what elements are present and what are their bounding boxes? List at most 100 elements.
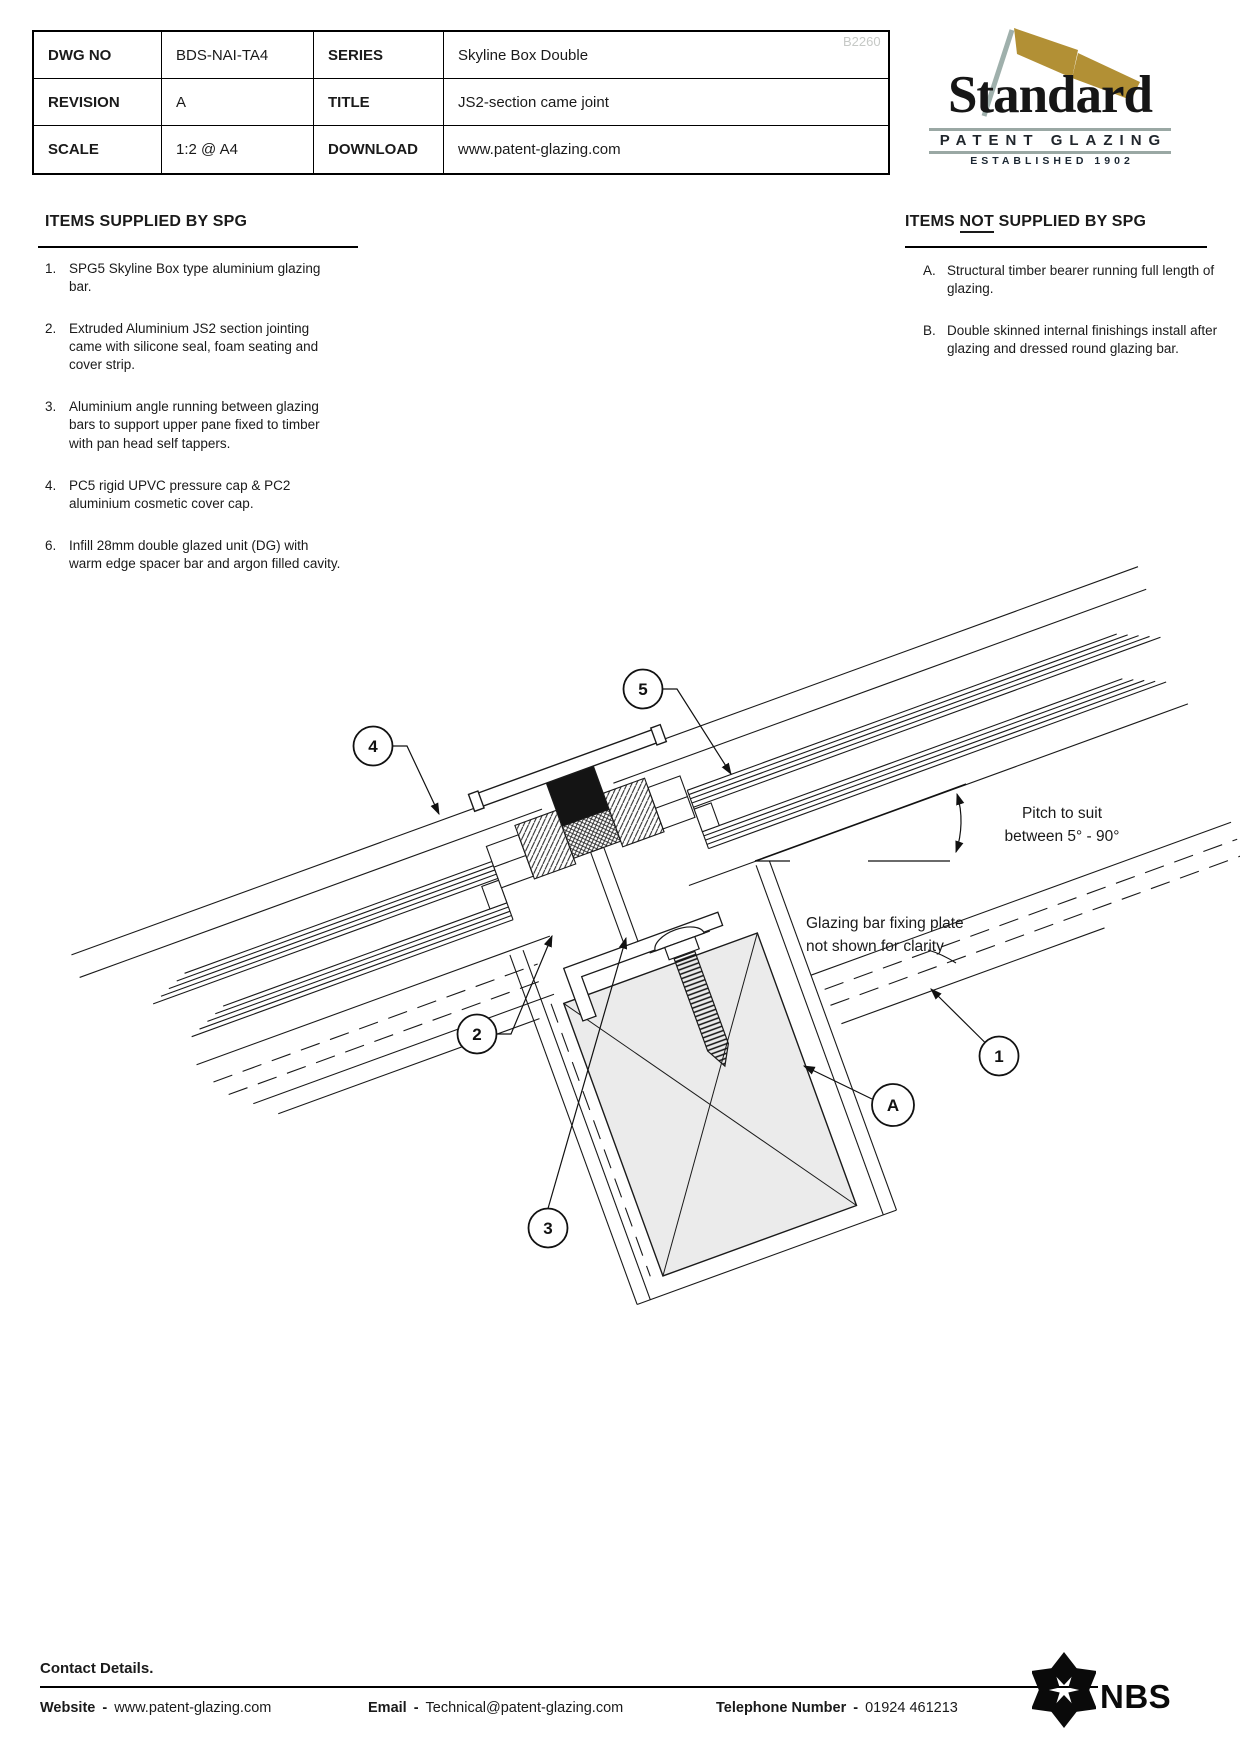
separator: - bbox=[102, 1700, 108, 1716]
title-label: TITLE bbox=[314, 79, 444, 126]
contact-details-heading: Contact Details. bbox=[40, 1660, 154, 1677]
callout-2: 2 bbox=[456, 1013, 498, 1055]
list-item: 2. Extruded Aluminium JS2 section jointi… bbox=[45, 320, 355, 374]
dwg-no-label: DWG NO bbox=[34, 32, 162, 79]
list-item: A. Structural timber bearer running full… bbox=[923, 262, 1223, 298]
list-item: 4. PC5 rigid UPVC pressure cap & PC2 alu… bbox=[45, 477, 355, 513]
spacer-bar-left bbox=[481, 879, 508, 910]
glass-band-right-inner bbox=[702, 678, 1167, 850]
svg-text:1: 1 bbox=[994, 1047, 1003, 1066]
not-supplied-list: A. Structural timber bearer running full… bbox=[923, 262, 1223, 382]
svg-text:5: 5 bbox=[638, 680, 647, 699]
website-value: www.patent-glazing.com bbox=[114, 1700, 272, 1716]
logo-divider-top bbox=[929, 128, 1171, 131]
logo-subtitle: PATENT GLAZING bbox=[939, 132, 1168, 149]
footer-phone: Telephone Number-01924 461213 bbox=[716, 1700, 958, 1716]
scale-value: 1:2 @ A4 bbox=[162, 126, 314, 173]
fixing-plate-note: Glazing bar fixing plate not shown for c… bbox=[806, 915, 964, 955]
item-number: 4. bbox=[45, 477, 57, 493]
flag-icon bbox=[981, 28, 1140, 117]
item-number: 1. bbox=[45, 261, 57, 276]
scale-label: SCALE bbox=[34, 126, 162, 173]
angle-indicator bbox=[754, 783, 967, 862]
hidden-dashed-lines bbox=[213, 838, 1240, 1277]
svg-text:not shown for clarity: not shown for clarity bbox=[806, 938, 944, 955]
callout-5: 5 bbox=[622, 668, 664, 710]
not-supplied-heading: ITEMS NOT SUPPLIED BY SPG bbox=[905, 213, 1147, 233]
revision-value: A bbox=[162, 79, 314, 126]
download-label: DOWNLOAD bbox=[314, 126, 444, 173]
list-item: 1. SPG5 Skyline Box type aluminium glazi… bbox=[45, 260, 355, 296]
sheet-ref-watermark: B2260 bbox=[843, 34, 881, 49]
callout-balloons: 4 5 2 3 A 1 bbox=[352, 668, 1020, 1249]
item-letter: A. bbox=[923, 263, 936, 278]
technical-drawing: 4 5 2 3 A 1 Pitch to bbox=[71, 566, 1240, 1306]
item-number: 3. bbox=[45, 399, 57, 415]
leader-line-1 bbox=[930, 988, 986, 1044]
phone-label: Telephone Number bbox=[716, 1700, 847, 1716]
revision-label: REVISION bbox=[34, 79, 162, 126]
email-label: Email bbox=[368, 1700, 407, 1716]
fixing-screw bbox=[649, 926, 730, 1068]
separator: - bbox=[853, 1700, 859, 1716]
came-step-right bbox=[647, 775, 696, 830]
nbs-logo: NBS bbox=[1031, 1650, 1232, 1730]
item-letter: B. bbox=[923, 323, 936, 339]
item-number: 2. bbox=[45, 321, 57, 337]
upper-pane-lines bbox=[71, 566, 1147, 978]
list-item: B. Double skinned internal finishings in… bbox=[923, 322, 1223, 358]
supplied-heading: ITEMS SUPPLIED BY SPG bbox=[45, 213, 248, 230]
glass-band-left-inner bbox=[191, 902, 514, 1038]
leader-line-5 bbox=[662, 688, 732, 776]
svg-text:Pitch to suit: Pitch to suit bbox=[1022, 805, 1103, 822]
callout-1: 1 bbox=[978, 1035, 1020, 1077]
company-logo: Standard PATENT GLAZING ESTABLISHED 1902 bbox=[925, 22, 1175, 172]
supplied-rule bbox=[38, 246, 358, 248]
svg-text:between 5° - 90°: between 5° - 90° bbox=[1005, 828, 1120, 845]
list-item: 3. Aluminium angle running between glazi… bbox=[45, 398, 355, 452]
separator: - bbox=[413, 1700, 419, 1716]
logo-established: ESTABLISHED 1902 bbox=[970, 155, 1134, 167]
title-block-table: DWG NO BDS-NAI-TA4 SERIES Skyline Box Do… bbox=[32, 30, 890, 175]
callout-A: A bbox=[871, 1083, 915, 1127]
item-text: SPG5 Skyline Box type aluminium glazing … bbox=[69, 261, 321, 295]
logo-wordmark: Standard bbox=[947, 66, 1153, 124]
item-text: Structural timber bearer running full le… bbox=[947, 263, 1215, 297]
glass-band-right-outer bbox=[687, 633, 1161, 808]
svg-text:3: 3 bbox=[543, 1219, 552, 1238]
svg-text:A: A bbox=[887, 1096, 899, 1115]
heading-pre: ITEMS bbox=[905, 213, 960, 230]
item-number: 6. bbox=[45, 537, 57, 553]
item-text: Extruded Aluminium JS2 section jointing … bbox=[69, 321, 319, 373]
spacer-bar-right bbox=[693, 802, 720, 833]
svg-text:2: 2 bbox=[472, 1025, 481, 1044]
pitch-label: Pitch to suit between 5° - 90° bbox=[1005, 805, 1120, 845]
leader-line-3 bbox=[547, 936, 628, 1209]
cosmetic-cover-cap bbox=[467, 723, 668, 813]
internal-finishings bbox=[509, 860, 898, 1306]
item-text: Infill 28mm double glazed unit (DG) with… bbox=[69, 537, 341, 571]
glass-band-left-outer bbox=[152, 860, 499, 1005]
glazing-assembly bbox=[71, 566, 1240, 1306]
dwg-no-value: BDS-NAI-TA4 bbox=[162, 32, 314, 79]
item-text: Double skinned internal finishings insta… bbox=[947, 323, 1218, 357]
item-text: PC5 rigid UPVC pressure cap & PC2 alumin… bbox=[69, 477, 291, 511]
nbs-flower-icon bbox=[1031, 1652, 1097, 1728]
logo-divider-bottom bbox=[929, 151, 1171, 154]
footer-email: Email-Technical@patent-glazing.com bbox=[368, 1700, 623, 1716]
came-stem bbox=[589, 846, 639, 947]
footer-divider bbox=[40, 1686, 1098, 1688]
website-label: Website bbox=[40, 1700, 96, 1716]
supplied-list: 1. SPG5 Skyline Box type aluminium glazi… bbox=[45, 260, 355, 597]
svg-text:4: 4 bbox=[368, 737, 378, 756]
not-supplied-rule bbox=[905, 246, 1207, 248]
note-tail-line bbox=[927, 949, 957, 964]
download-value: www.patent-glazing.com bbox=[458, 141, 621, 158]
leader-line-A bbox=[802, 1065, 873, 1100]
heading-post: SUPPLIED BY SPG bbox=[993, 213, 1147, 230]
phone-value: 01924 461213 bbox=[865, 1700, 958, 1716]
heading-not-underlined: NOT bbox=[959, 213, 994, 233]
series-label: SERIES bbox=[314, 32, 444, 79]
callout-3: 3 bbox=[527, 1207, 569, 1249]
